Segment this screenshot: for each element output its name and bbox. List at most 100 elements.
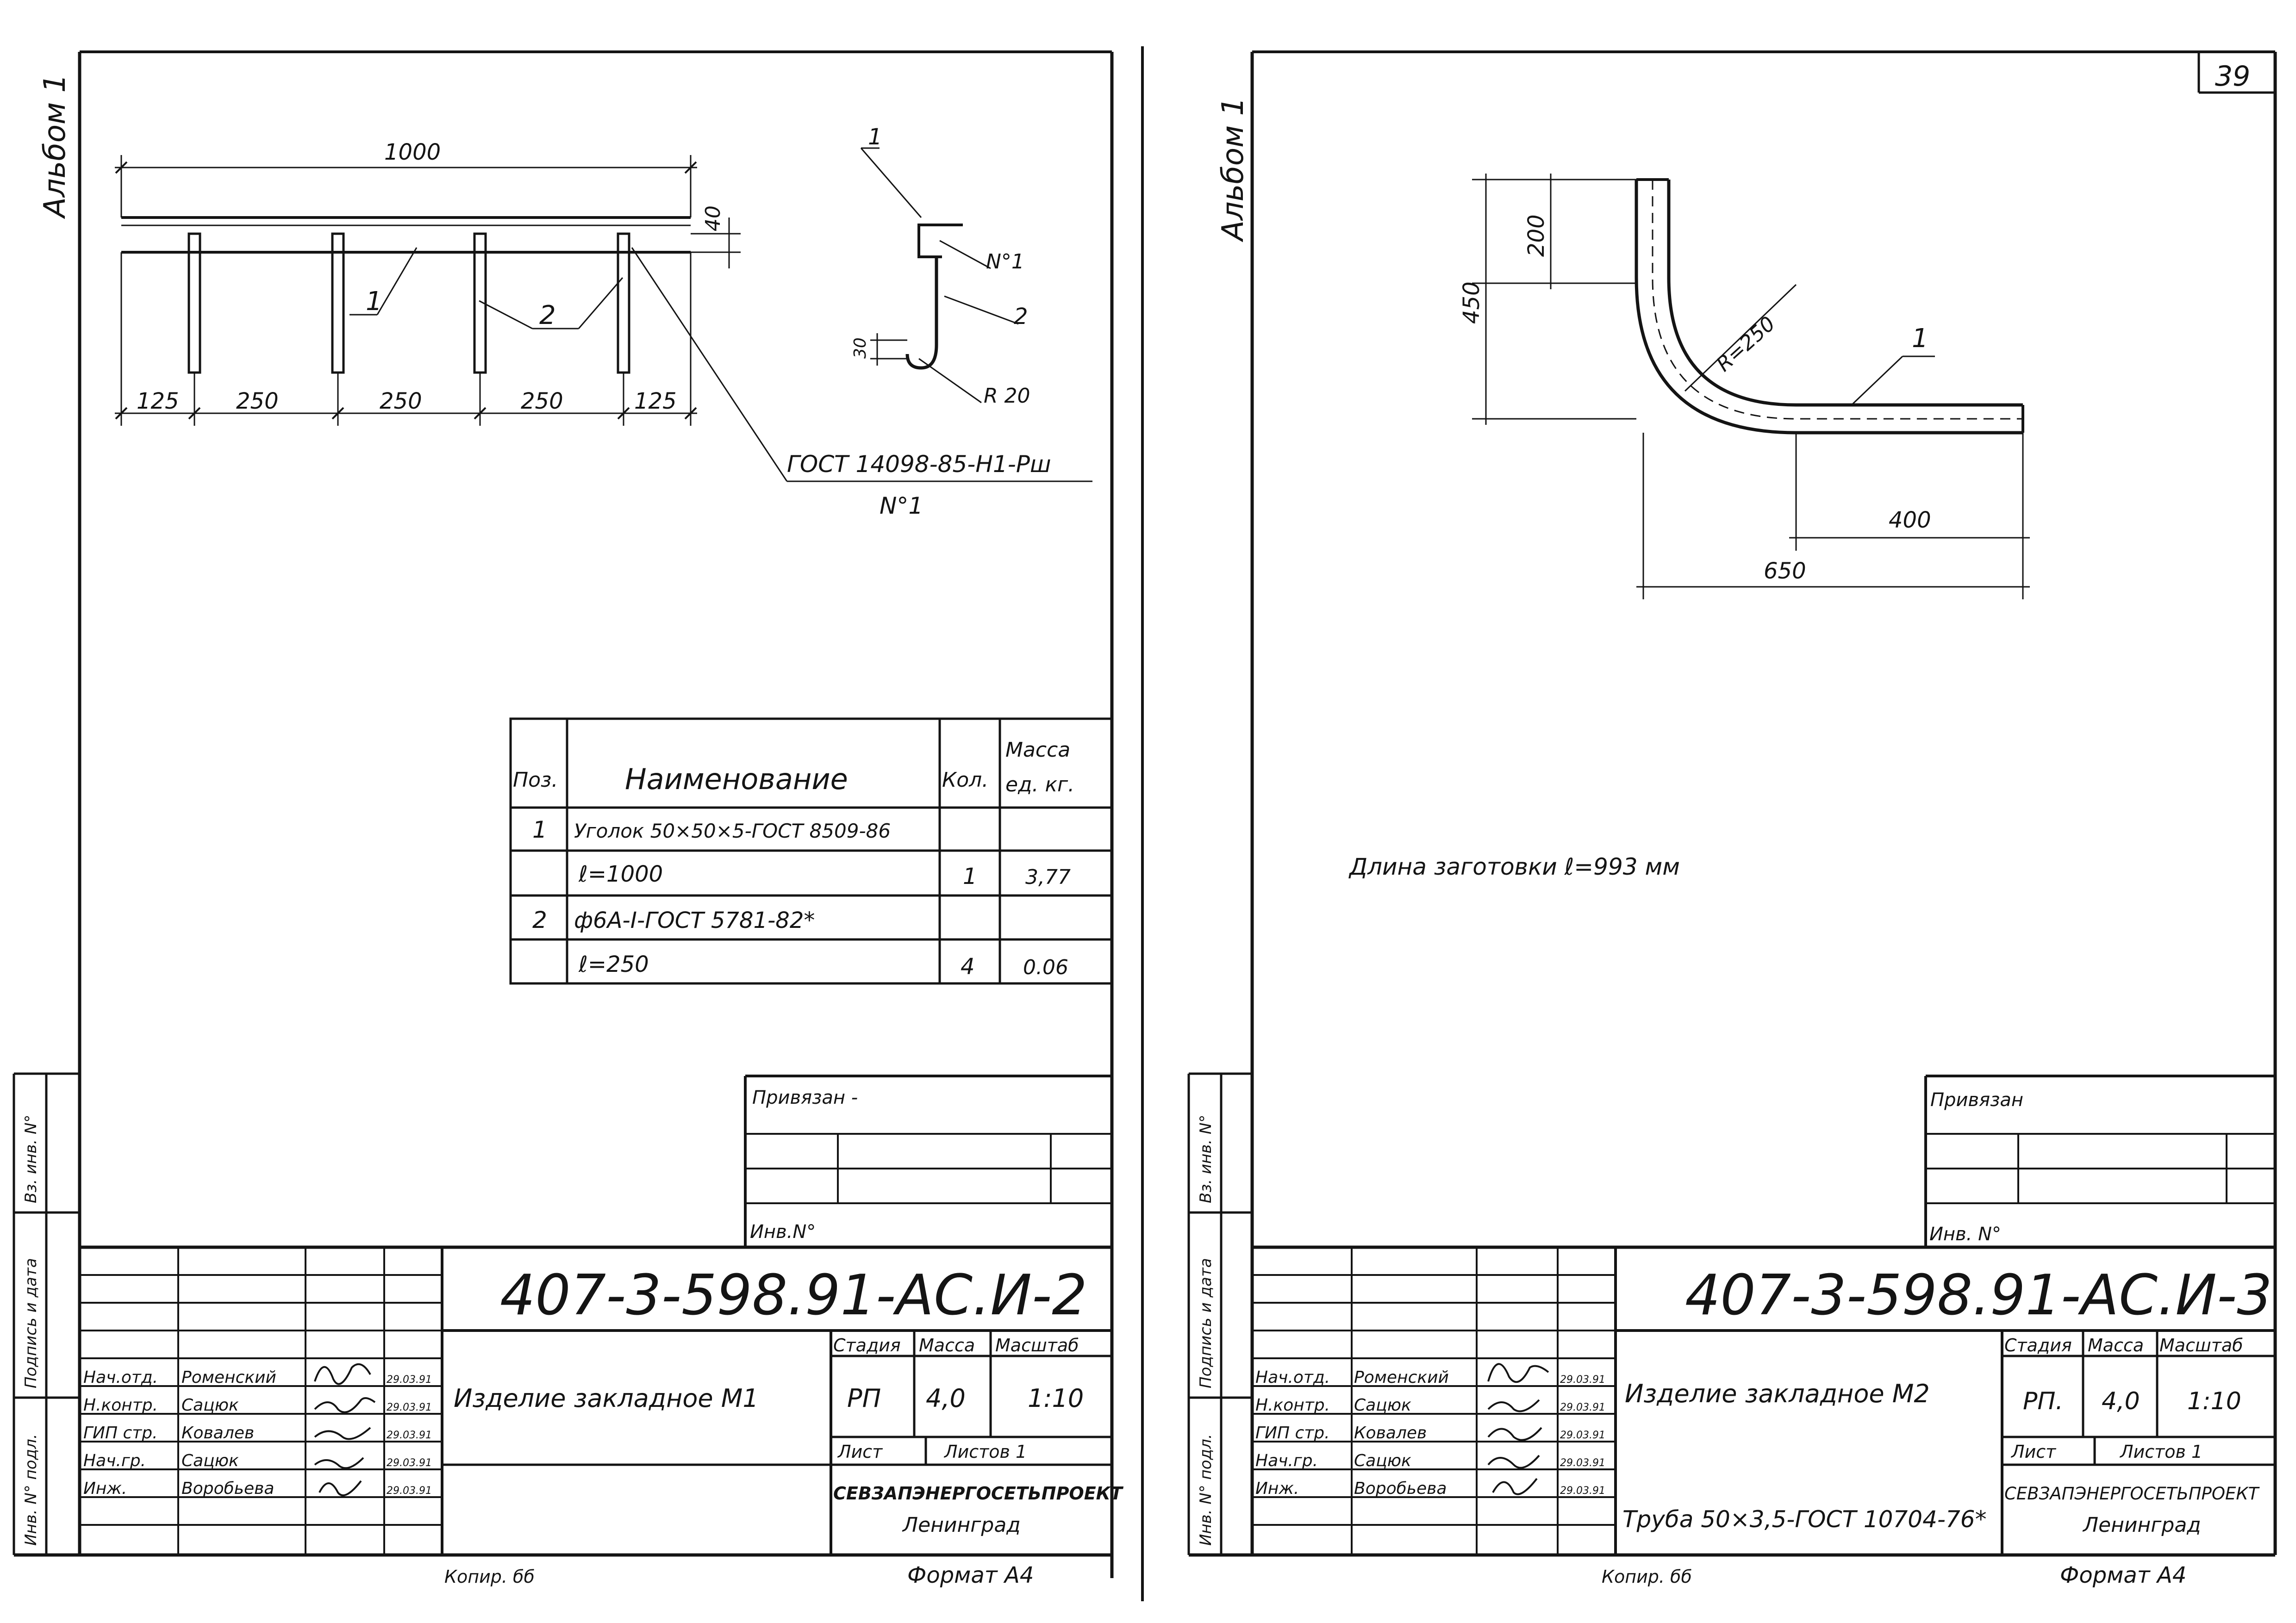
material-note: Труба 50×3,5-ГОСТ 10704-76* (1622, 1506, 1987, 1533)
right-product-title: Изделие закладное М2 (1625, 1379, 1930, 1408)
city: Ленинград (902, 1513, 1021, 1537)
signer-date: 29.03.91 (387, 1430, 432, 1441)
signer-name: Роменский (1354, 1368, 1449, 1387)
sheets-label: Листов 1 (943, 1442, 1027, 1462)
signer-date: 29.03.91 (1560, 1374, 1605, 1386)
spec-header-mass-2: ед. кг. (1005, 773, 1074, 796)
right-doc-code: 407-3-598.91-АС.И-3 (1685, 1263, 2272, 1328)
right-mass-value: 4,0 (2102, 1387, 2140, 1415)
gost-note: ГОСТ 14098-85-Н1-Рш (787, 451, 1051, 478)
spec-row-3-name: ф6А-I-ГОСТ 5781-82* (574, 908, 815, 933)
right-format-label: Формат А4 (2060, 1562, 2186, 1588)
mass-header: Масса (919, 1335, 975, 1356)
dim-250-third: 250 (521, 388, 563, 414)
signer-date: 29.03.91 (1560, 1402, 1605, 1413)
signer-role: Нач.гр. (1255, 1451, 1318, 1470)
dim-125-left: 125 (137, 388, 179, 414)
right-scale-value: 1:10 (2187, 1387, 2241, 1415)
signer-date: 29.03.91 (387, 1402, 432, 1413)
signer-name: Воробьева (181, 1479, 274, 1498)
dim-40: 40 (701, 205, 725, 231)
spec-row-2-name: ℓ=1000 (578, 861, 663, 887)
spec-header-qty: Кол. (942, 768, 988, 792)
right-leader-1: 1 (1912, 323, 1928, 354)
blank-length-note: Длина заготовки ℓ=993 мм (1348, 853, 1680, 880)
signer-name: Ковалев (1354, 1424, 1427, 1443)
spec-header-name: Наименование (625, 762, 848, 796)
section-leader-1: 1 (868, 124, 882, 150)
signer-name: Воробьева (1354, 1479, 1447, 1498)
right-inv-no-label: Инв. N° (1929, 1224, 2001, 1245)
spec-row-4-mass: 0.06 (1023, 956, 1068, 979)
dim-250-second: 250 (380, 388, 422, 414)
spec-row-1-name: Уголок 50×50×5-ГОСТ 8509-86 (574, 820, 891, 842)
right-mass-header: Масса (2088, 1335, 2144, 1356)
right-album-label: Альбом 1 (1216, 97, 1250, 243)
organization: СЕВЗАПЭНЕРГОСЕТЬПРОЕКТ (833, 1483, 1124, 1504)
left-sheet (12, 50, 1114, 1578)
side-sign-date-label: Подпись и дата (22, 1258, 40, 1388)
right-organization: СЕВЗАПЭНЕРГОСЕТЬПРОЕКТ (2004, 1484, 2260, 1504)
dim-450: 450 (1459, 281, 1485, 324)
section-label-no1: N°1 (986, 250, 1024, 274)
right-sheet (1187, 50, 2277, 1557)
signer-role: ГИП стр. (83, 1424, 158, 1443)
section-radius-r20: R 20 (984, 384, 1030, 408)
signer-role: Инж. (83, 1479, 127, 1498)
sheet-label: Лист (837, 1442, 883, 1462)
signer-name: Роменский (181, 1368, 276, 1387)
right-privyazan-label: Привязан (1930, 1089, 2023, 1111)
right-sheet-label: Лист (2010, 1442, 2057, 1462)
side-inv-podl-label: Инв. N° подл. (22, 1434, 40, 1546)
right-side-sign-date-label: Подпись и дата (1197, 1258, 1215, 1388)
right-scale-header: Масштаб (2159, 1335, 2243, 1356)
signer-date: 29.03.91 (387, 1374, 432, 1386)
right-city: Ленинград (2082, 1513, 2201, 1537)
spec-header-mass-1: Масса (1005, 738, 1070, 762)
signer-role: Н.контр. (83, 1396, 158, 1415)
right-stage-header: Стадия (2004, 1335, 2072, 1356)
spec-row-3-pos: 2 (532, 907, 547, 933)
dim-1000: 1000 (384, 139, 441, 165)
spec-row-2-mass: 3,77 (1025, 865, 1071, 889)
format-label: Формат А4 (907, 1562, 1034, 1588)
signer-role: Нач.гр. (83, 1451, 146, 1470)
signer-date: 29.03.91 (387, 1457, 432, 1469)
spec-row-1-pos: 1 (532, 816, 547, 843)
scale-header: Масштаб (995, 1335, 1079, 1356)
right-kopir-label: Копир. бб (1602, 1567, 1692, 1587)
signer-name: Сацюк (181, 1396, 239, 1415)
dim-400: 400 (1889, 507, 1931, 533)
kopir-label: Копир. бб (444, 1567, 535, 1587)
mass-value: 4,0 (926, 1384, 966, 1413)
dim-650: 650 (1764, 558, 1806, 584)
spec-header-pos: Поз. (513, 768, 558, 792)
right-signature-scribbles (1487, 1363, 1549, 1495)
inv-no-label: Инв.N° (750, 1221, 816, 1243)
signer-date: 29.03.91 (1560, 1430, 1605, 1441)
dim-125-right: 125 (634, 388, 677, 414)
side-vz-inv-label: Вз. инв. N° (22, 1115, 40, 1203)
right-sheets-label: Листов 1 (2119, 1442, 2202, 1462)
product-title: Изделие закладное М1 (454, 1384, 759, 1413)
signer-role: ГИП стр. (1255, 1424, 1330, 1443)
spec-row-2-qty: 1 (963, 864, 977, 889)
signature-scribbles (314, 1363, 376, 1497)
leader-label-1: 1 (366, 286, 382, 317)
spec-row-4-name: ℓ=250 (578, 951, 649, 977)
signer-name: Сацюк (1354, 1396, 1411, 1415)
scale-value: 1:10 (1028, 1384, 1084, 1413)
signer-role: Нач.отд. (83, 1368, 158, 1387)
signer-role: Н.контр. (1255, 1396, 1330, 1415)
gost-note-number: N°1 (880, 492, 923, 519)
doc-code: 407-3-598.91-АС.И-2 (500, 1263, 1087, 1328)
stage-header: Стадия (833, 1335, 901, 1356)
signer-name: Сацюк (1354, 1451, 1411, 1470)
signer-date: 29.03.91 (1560, 1485, 1605, 1497)
left-sheet-texts: Альбом 1 1000 40 125 250 250 250 125 1 2… (22, 74, 1124, 1588)
section-leader-2: 2 (1014, 304, 1028, 330)
spec-row-4-qty: 4 (961, 954, 975, 980)
signer-date: 29.03.91 (387, 1485, 432, 1497)
signer-name: Ковалев (181, 1424, 254, 1443)
